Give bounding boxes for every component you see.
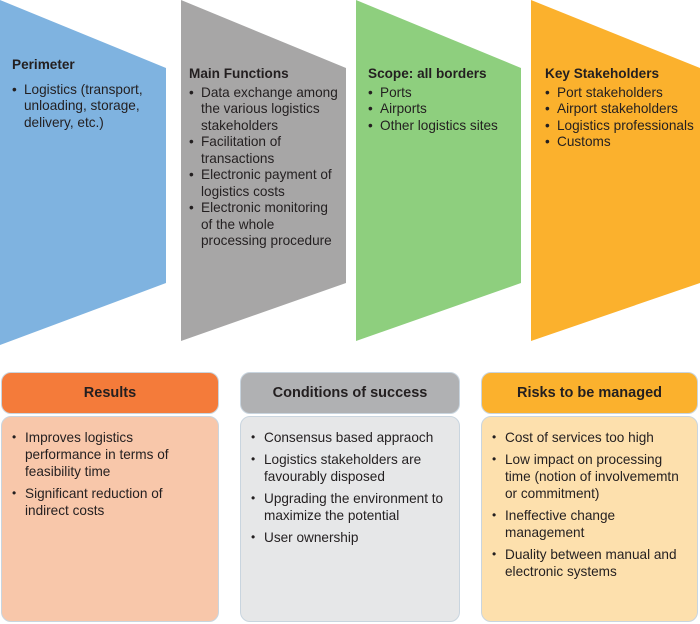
list-item: Port stakeholders [545, 85, 697, 102]
scope-panel: Scope: all borders Ports Airports Other … [368, 66, 518, 134]
stakeholders-list: Port stakeholders Airport stakeholders L… [545, 85, 697, 151]
risks-body: Cost of services too high Low impact on … [481, 416, 698, 622]
list-item: Other logistics sites [368, 118, 518, 135]
risks-header: Risks to be managed [481, 372, 698, 414]
perimeter-list: Logistics (transport, unloading, storage… [12, 82, 152, 132]
list-item: Low impact on processing time (notion of… [492, 451, 687, 502]
risks-list: Cost of services too high Low impact on … [492, 429, 687, 580]
conditions-title: Conditions of success [272, 385, 428, 401]
functions-panel: Main Functions Data exchange among the v… [189, 66, 339, 250]
conditions-header: Conditions of success [240, 372, 460, 414]
scope-list: Ports Airports Other logistics sites [368, 85, 518, 135]
results-body: Improves logistics performance in terms … [1, 416, 219, 622]
list-item: Customs [545, 134, 697, 151]
list-item: Upgrading the environment to maximize th… [251, 490, 449, 524]
list-item: Logistics (transport, unloading, storage… [12, 82, 152, 132]
stakeholders-panel: Key Stakeholders Port stakeholders Airpo… [545, 66, 697, 151]
stakeholders-arrow-shape [531, 0, 700, 341]
risks-title: Risks to be managed [516, 385, 663, 401]
results-list: Improves logistics performance in terms … [12, 429, 208, 519]
list-item: Ineffective change management [492, 507, 687, 541]
list-item: Significant reduction of indirect costs [12, 485, 208, 519]
list-item: Duality between manual and electronic sy… [492, 546, 687, 580]
stakeholders-title: Key Stakeholders [545, 66, 660, 81]
results-header: Results [1, 372, 219, 414]
list-item: Airports [368, 101, 518, 118]
list-item: Electronic monitoring of the whole proce… [189, 200, 339, 250]
list-item: Consensus based appraoch [251, 429, 449, 446]
perimeter-title: Perimeter [12, 57, 75, 72]
perimeter-arrow-shape [0, 0, 166, 345]
arrow-shapes [0, 0, 700, 345]
list-item: User ownership [251, 529, 449, 546]
list-item: Improves logistics performance in terms … [12, 429, 208, 480]
list-item: Ports [368, 85, 518, 102]
list-item: Data exchange among the various logistic… [189, 85, 339, 135]
perimeter-panel: Perimeter Logistics (transport, unloadin… [12, 57, 152, 131]
list-item: Cost of services too high [492, 429, 687, 446]
scope-title: Scope: all borders [368, 66, 487, 81]
list-item: Facilitation of transactions [189, 134, 339, 167]
list-item: Logistics professionals [545, 118, 697, 135]
list-item: Logistics stakeholders are favourably di… [251, 451, 449, 485]
scope-arrow-shape [356, 0, 521, 341]
list-item: Airport stakeholders [545, 101, 697, 118]
functions-title: Main Functions [189, 66, 289, 81]
conditions-list: Consensus based appraoch Logistics stake… [251, 429, 449, 546]
list-item: Electronic payment of logistics costs [189, 167, 339, 200]
conditions-body: Consensus based appraoch Logistics stake… [240, 416, 460, 622]
results-title: Results [83, 385, 137, 401]
functions-list: Data exchange among the various logistic… [189, 85, 339, 250]
